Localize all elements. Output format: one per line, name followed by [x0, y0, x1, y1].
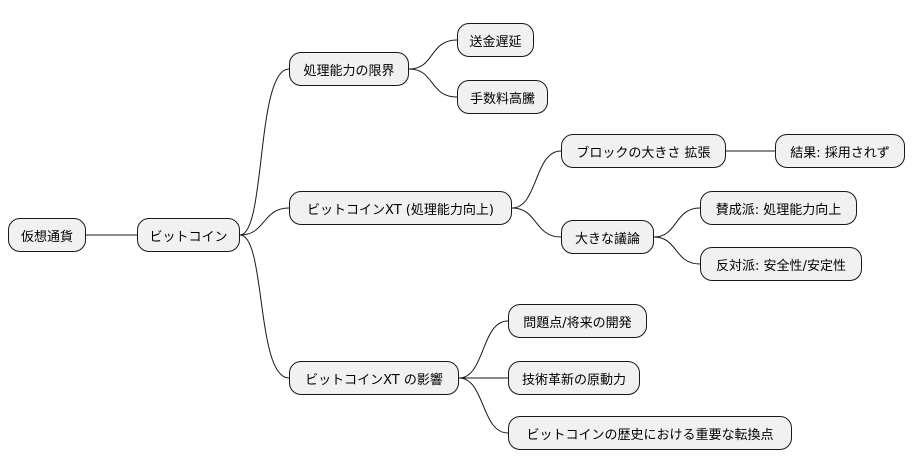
edge-xt-block	[511, 150, 562, 209]
edge-xt-debate	[511, 207, 562, 238]
edge-debate-con	[653, 236, 701, 265]
node-bitcoin-xt: ビットコインXT (処理能力向上)	[289, 191, 512, 225]
node-capacity-limit: 処理能力の限界	[289, 52, 409, 86]
node-innovation-driver: 技術革新の原動力	[508, 361, 640, 395]
node-issues-future-dev: 問題点/将来の開発	[508, 304, 647, 338]
node-historical-turning-point: ビットコインの歴史における重要な転換点	[508, 416, 792, 450]
node-big-debate: 大きな議論	[561, 220, 654, 254]
node-bitcoin: ビットコイン	[137, 218, 240, 252]
node-con-side: 反対派: 安全性/安定性	[700, 247, 862, 281]
edge-bitcoin-impact	[239, 234, 290, 379]
edge-bitcoin-xt	[239, 207, 290, 236]
node-result-not-adopted: 結果: 採用されず	[775, 134, 905, 168]
node-xt-impact: ビットコインXT の影響	[289, 361, 459, 395]
edge-capacity-fee	[408, 68, 458, 98]
node-fee-surge: 手数料高騰	[457, 80, 548, 114]
edge-impact-problem	[458, 320, 509, 379]
edge-impact-history	[458, 377, 509, 434]
edge-capacity-delay	[408, 39, 458, 70]
node-crypto-root: 仮想通貨	[8, 218, 86, 252]
edge-debate-pro	[653, 207, 701, 238]
node-pro-side: 賛成派: 処理能力向上	[700, 191, 857, 225]
node-remittance-delay: 送金遅延	[457, 23, 534, 57]
edge-bitcoin-capacity	[239, 68, 290, 236]
node-block-size-expansion: ブロックの大きさ 拡張	[561, 134, 726, 168]
